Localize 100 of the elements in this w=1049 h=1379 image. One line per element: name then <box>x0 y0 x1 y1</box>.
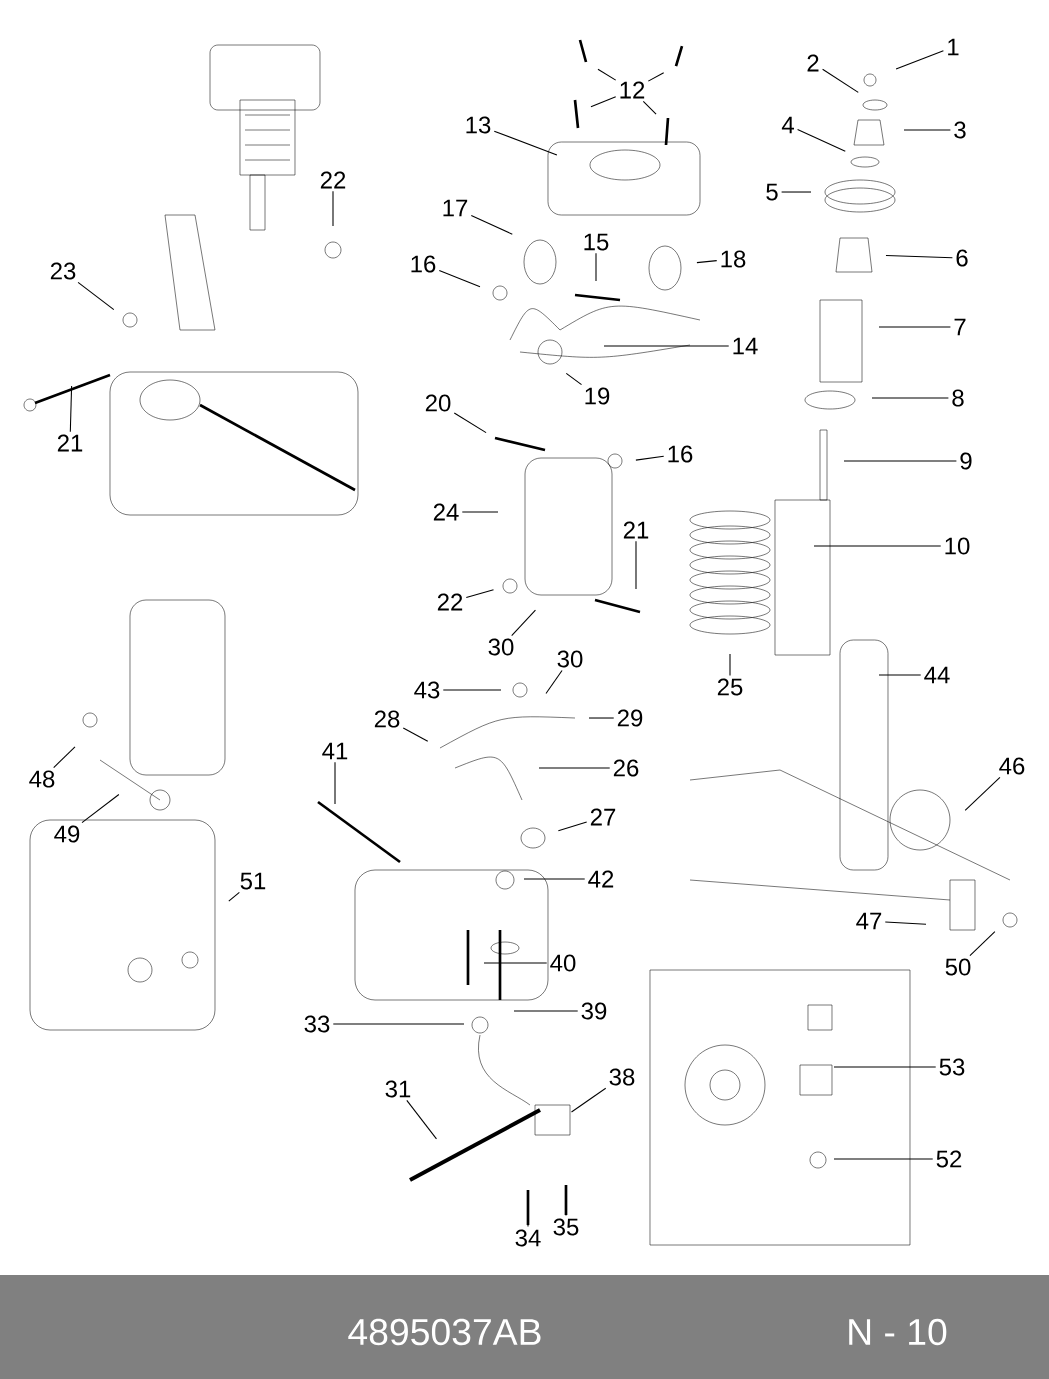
callout-number: 48 <box>29 770 55 788</box>
callout-number: 16 <box>411 255 436 273</box>
leader-line <box>570 1087 607 1113</box>
leader-line <box>588 717 615 719</box>
leader-line <box>885 254 953 259</box>
leader-line <box>833 1158 934 1160</box>
leader-line <box>642 100 657 115</box>
leader-line <box>332 190 334 227</box>
leader-line <box>523 878 586 880</box>
callout-number: 22 <box>437 593 463 611</box>
leader-line <box>442 689 502 691</box>
leader-line <box>603 345 730 347</box>
leader-line <box>647 72 665 82</box>
callout-number: 44 <box>924 666 950 684</box>
leader-line <box>635 455 665 461</box>
leader-line <box>597 68 617 81</box>
callout-number: 35 <box>553 1218 579 1236</box>
leader-line <box>470 214 513 235</box>
callout-number: 1 <box>948 38 959 56</box>
leader-line <box>493 130 558 156</box>
leader-line <box>483 962 548 964</box>
leader-line <box>903 129 951 131</box>
leader-line <box>511 609 536 637</box>
callout-number: 43 <box>414 681 440 699</box>
leader-line <box>590 96 617 108</box>
leader-line <box>822 68 859 93</box>
callout-number: 30 <box>557 650 583 668</box>
leader-line <box>565 372 583 386</box>
leader-line <box>527 1208 529 1228</box>
leader-line <box>334 761 336 805</box>
callout-number: 21 <box>623 521 649 539</box>
callout-number: 30 <box>488 638 514 656</box>
callout-number: 17 <box>443 199 468 217</box>
leader-line <box>438 270 481 288</box>
leader-line <box>453 412 487 434</box>
callout-number: 18 <box>721 250 746 268</box>
callout-number: 50 <box>945 958 971 976</box>
callout-number: 34 <box>515 1229 541 1247</box>
leader-line <box>406 1099 437 1140</box>
leader-line <box>53 746 76 769</box>
leader-line <box>964 776 1001 811</box>
page-number: N - 10 <box>849 1318 947 1346</box>
leader-line <box>545 669 563 695</box>
leader-line <box>797 128 846 152</box>
callout-number: 12 <box>620 81 645 99</box>
leader-line <box>833 1066 937 1068</box>
leader-line <box>81 793 120 824</box>
callout-number: 10 <box>945 537 970 555</box>
leader-line <box>77 281 115 311</box>
callout-number: 19 <box>585 387 610 405</box>
leader-line <box>729 653 731 677</box>
leader-line <box>332 1023 465 1025</box>
callout-number: 14 <box>733 337 758 355</box>
part-number: 4895037AB <box>348 1318 541 1346</box>
leader-line <box>843 460 957 462</box>
callout-number: 6 <box>956 249 968 267</box>
leader-line <box>884 921 927 925</box>
leader-line <box>69 385 73 433</box>
callout-number: 22 <box>320 171 346 189</box>
callout-number: 47 <box>856 912 882 930</box>
callout-number: 8 <box>952 389 964 407</box>
callout-number: 26 <box>613 759 639 777</box>
leader-line <box>565 1203 567 1217</box>
leader-line <box>557 821 588 832</box>
leader-line <box>781 191 812 193</box>
callout-number: 24 <box>433 503 459 521</box>
callout-number: 5 <box>766 183 778 201</box>
leader-line <box>465 589 495 598</box>
callout-number: 21 <box>57 434 83 452</box>
callout-number: 46 <box>999 757 1025 775</box>
callout-number: 2 <box>807 54 819 72</box>
callout-number: 4 <box>781 116 794 134</box>
callout-number: 52 <box>936 1150 962 1168</box>
callout-number: 49 <box>54 825 80 843</box>
leader-line <box>461 511 499 513</box>
leader-line <box>402 727 429 742</box>
callout-number: 28 <box>374 710 400 728</box>
callout-number: 33 <box>304 1015 330 1033</box>
callout-number: 15 <box>584 233 609 251</box>
leader-line <box>878 326 951 328</box>
callout-number: 41 <box>322 742 348 760</box>
leader-line <box>538 767 611 769</box>
leader-line <box>635 540 637 590</box>
callout-number: 38 <box>609 1068 635 1086</box>
leader-line <box>895 50 944 70</box>
callout-number: 27 <box>590 808 616 826</box>
callout-number: 20 <box>425 394 451 412</box>
leader-line <box>595 252 597 282</box>
callout-number: 25 <box>717 678 743 696</box>
callout-number: 23 <box>50 262 76 280</box>
callout-number: 39 <box>581 1002 607 1020</box>
callout-number: 16 <box>668 445 693 463</box>
callout-number: 51 <box>240 872 266 890</box>
callout-number: 7 <box>954 318 966 336</box>
callout-number: 9 <box>960 452 972 470</box>
callout-number: 3 <box>954 121 966 139</box>
leader-line <box>513 1010 579 1012</box>
leader-line <box>696 260 718 264</box>
callout-number: 53 <box>939 1058 965 1076</box>
callout-number: 31 <box>385 1080 411 1098</box>
